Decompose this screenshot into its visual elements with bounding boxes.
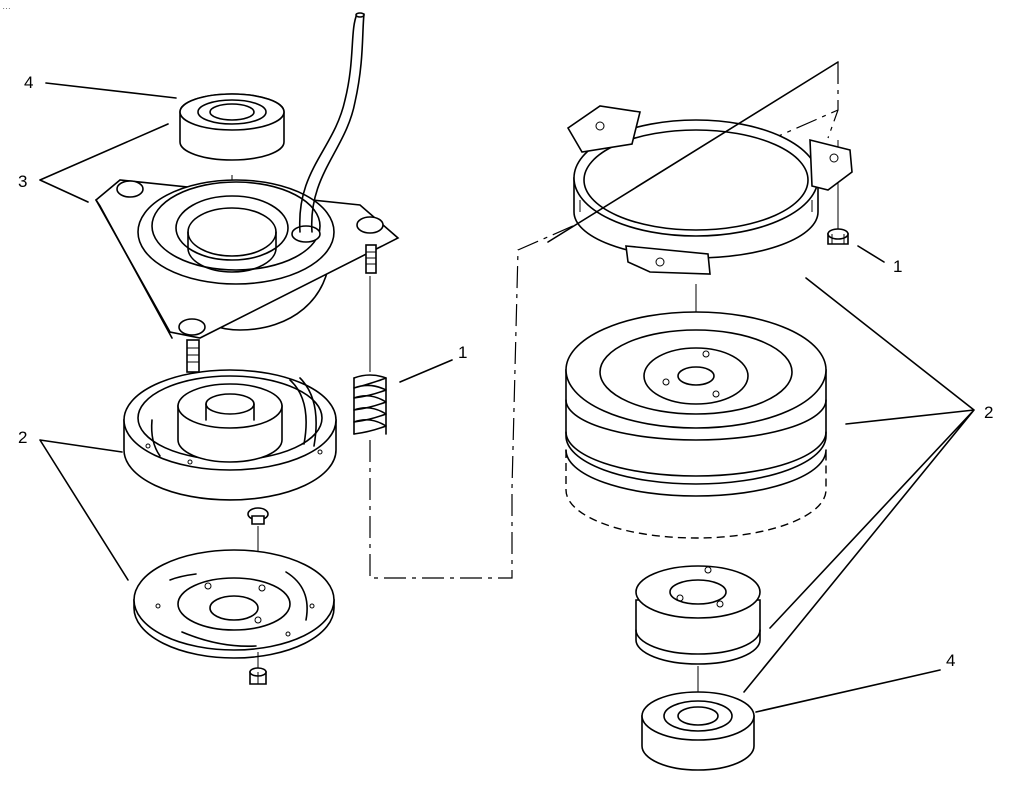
callout-left-bearing: 4 (24, 73, 33, 92)
left-field-housing (94, 179, 400, 339)
left-housing-leader (39, 123, 169, 203)
right-nut-leader (857, 245, 885, 263)
left-bearing-leader (45, 82, 177, 99)
callout-left-spring: 1 (458, 343, 467, 362)
left-stud-front (186, 339, 200, 373)
left-stud-rear (365, 244, 377, 274)
right-nut (827, 228, 849, 245)
right-pulley (565, 311, 827, 539)
right-bracket-ring (566, 105, 853, 275)
left-bearing (179, 93, 285, 161)
right-bearing-leader (755, 669, 941, 713)
right-nut-diag (547, 61, 839, 243)
left-rivet (247, 507, 269, 525)
callout-left-rotor: 2 (18, 428, 27, 447)
callout-left-housing: 3 (18, 172, 27, 191)
corner-mark: … (2, 1, 11, 11)
left-bottom-nut (249, 667, 267, 685)
right-pulley-leader (743, 277, 975, 693)
callout-right-bearing: 4 (946, 651, 955, 670)
callout-right-pulley: 2 (984, 403, 993, 422)
left-spring-leader (399, 359, 453, 383)
left-rotor (123, 369, 337, 501)
right-hub (635, 565, 761, 665)
left-brake-plate (133, 549, 335, 659)
callout-right-nut: 1 (893, 257, 902, 276)
left-rotor-leader (39, 439, 129, 581)
left-wire-lead (298, 13, 358, 233)
left-spring (353, 374, 387, 435)
right-bearing (641, 691, 755, 771)
